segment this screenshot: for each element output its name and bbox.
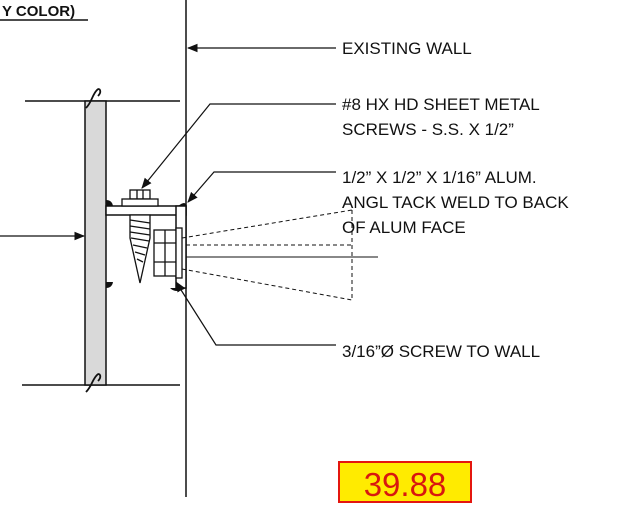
screw-hidden-lines [181, 209, 353, 301]
angle-horizontal-leg [105, 205, 187, 216]
tack-weld-bottom [170, 288, 186, 291]
screws-label-line2: SCREWS - S.S. X 1/2” [342, 120, 514, 139]
angle-leader [187, 171, 336, 203]
screw-to-wall-leader [175, 281, 336, 346]
break-symbol-bottom [85, 373, 102, 393]
screws-label-line1: #8 HX HD SHEET METAL [342, 95, 540, 114]
screw-to-wall-label: 3/16”Ø SCREW TO WALL [342, 342, 540, 361]
header-text: Y COLOR) [2, 3, 75, 20]
wall-screw [153, 227, 183, 279]
angle-label-line3: OF ALUM FACE [342, 218, 466, 237]
panel-tab-top [106, 200, 113, 206]
sign-panel [84, 100, 107, 386]
panel-tab-bottom [106, 282, 113, 288]
angle-label-line1: 1/2” X 1/2” X 1/16” ALUM. [342, 168, 537, 187]
angle-label-line2: ANGL TACK WELD TO BACK [342, 193, 569, 212]
existing-wall-label: EXISTING WALL [342, 39, 472, 58]
price-value: 39.88 [363, 466, 447, 503]
break-symbol-top [85, 88, 102, 109]
sheet-metal-screw [121, 189, 159, 284]
tack-weld-top [178, 203, 186, 206]
screws-leader [141, 103, 336, 189]
